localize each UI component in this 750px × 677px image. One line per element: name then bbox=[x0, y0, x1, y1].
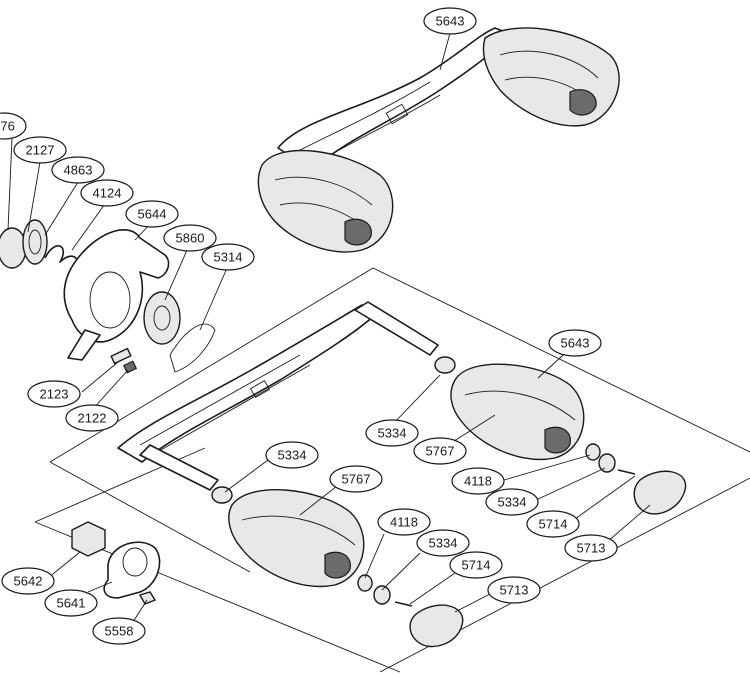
callout-5334-right: 5334 bbox=[485, 488, 539, 516]
callout-label: 5643 bbox=[436, 14, 465, 29]
callout-5713-left: 5713 bbox=[487, 576, 541, 604]
callout-label: 5334 bbox=[378, 426, 407, 441]
callout-label: 5642 bbox=[14, 574, 43, 589]
callout-5642: 5642 bbox=[1, 567, 55, 595]
callout-5643-main: 5643 bbox=[548, 329, 602, 357]
knob-right-part bbox=[450, 363, 687, 515]
callout-label: 5314 bbox=[214, 250, 243, 265]
gear-shaft-parts bbox=[0, 219, 216, 374]
callout-5641: 5641 bbox=[44, 589, 98, 617]
callout-label: 5334 bbox=[278, 448, 307, 463]
callout-5713-right: 5713 bbox=[564, 534, 618, 562]
callout-label: 5334 bbox=[429, 536, 458, 551]
callout-label: 876 bbox=[0, 119, 15, 134]
knob-left-part bbox=[228, 489, 464, 648]
callout-label: 4124 bbox=[93, 186, 122, 201]
callout-876: 876 bbox=[0, 112, 27, 140]
callout-4124: 4124 bbox=[80, 179, 134, 207]
callout-label: 4863 bbox=[64, 163, 93, 178]
callout-label: 2123 bbox=[40, 387, 69, 402]
callout-5714-left: 5714 bbox=[449, 551, 503, 579]
callout-label: 5714 bbox=[539, 517, 568, 532]
callout-label: 2127 bbox=[26, 143, 55, 158]
callout-label: 5334 bbox=[498, 495, 527, 510]
callout-5314: 5314 bbox=[201, 243, 255, 271]
callout-5714-right: 5714 bbox=[526, 510, 580, 538]
callout-2122: 2122 bbox=[65, 404, 119, 432]
retainer-parts bbox=[71, 521, 161, 605]
callout-label: 5558 bbox=[105, 624, 134, 639]
callout-4118-left: 4118 bbox=[377, 508, 431, 536]
callout-label: 5641 bbox=[57, 596, 86, 611]
callout-4118-right: 4118 bbox=[451, 467, 505, 495]
callout-label: 5713 bbox=[500, 583, 529, 598]
callout-label: 5643 bbox=[561, 336, 590, 351]
callout-label: 5860 bbox=[176, 231, 205, 246]
callout-label: 4118 bbox=[390, 515, 418, 530]
callout-label: 4118 bbox=[464, 474, 492, 489]
callout-label: 5714 bbox=[462, 558, 491, 573]
callout-2127: 2127 bbox=[13, 136, 67, 164]
callout-5644: 5644 bbox=[125, 200, 179, 228]
callout-label: 5644 bbox=[138, 207, 167, 222]
callout-label: 2122 bbox=[78, 411, 107, 426]
callout-2123: 2123 bbox=[27, 380, 81, 408]
callout-4863: 4863 bbox=[51, 156, 105, 184]
callout-5767-right: 5767 bbox=[413, 437, 467, 465]
callout-5334-lower: 5334 bbox=[416, 529, 470, 557]
callout-5860: 5860 bbox=[163, 224, 217, 252]
callout-5334-upper-left: 5334 bbox=[365, 419, 419, 447]
callout-label: 5767 bbox=[342, 472, 371, 487]
callout-5767-left: 5767 bbox=[329, 465, 383, 493]
callout-5643-top: 5643 bbox=[423, 7, 477, 35]
callout-label: 5767 bbox=[426, 444, 455, 459]
callout-5558: 5558 bbox=[92, 617, 146, 645]
handle-top-part bbox=[257, 27, 620, 253]
callout-label: 5713 bbox=[577, 541, 606, 556]
callout-5334-left: 5334 bbox=[265, 441, 319, 469]
